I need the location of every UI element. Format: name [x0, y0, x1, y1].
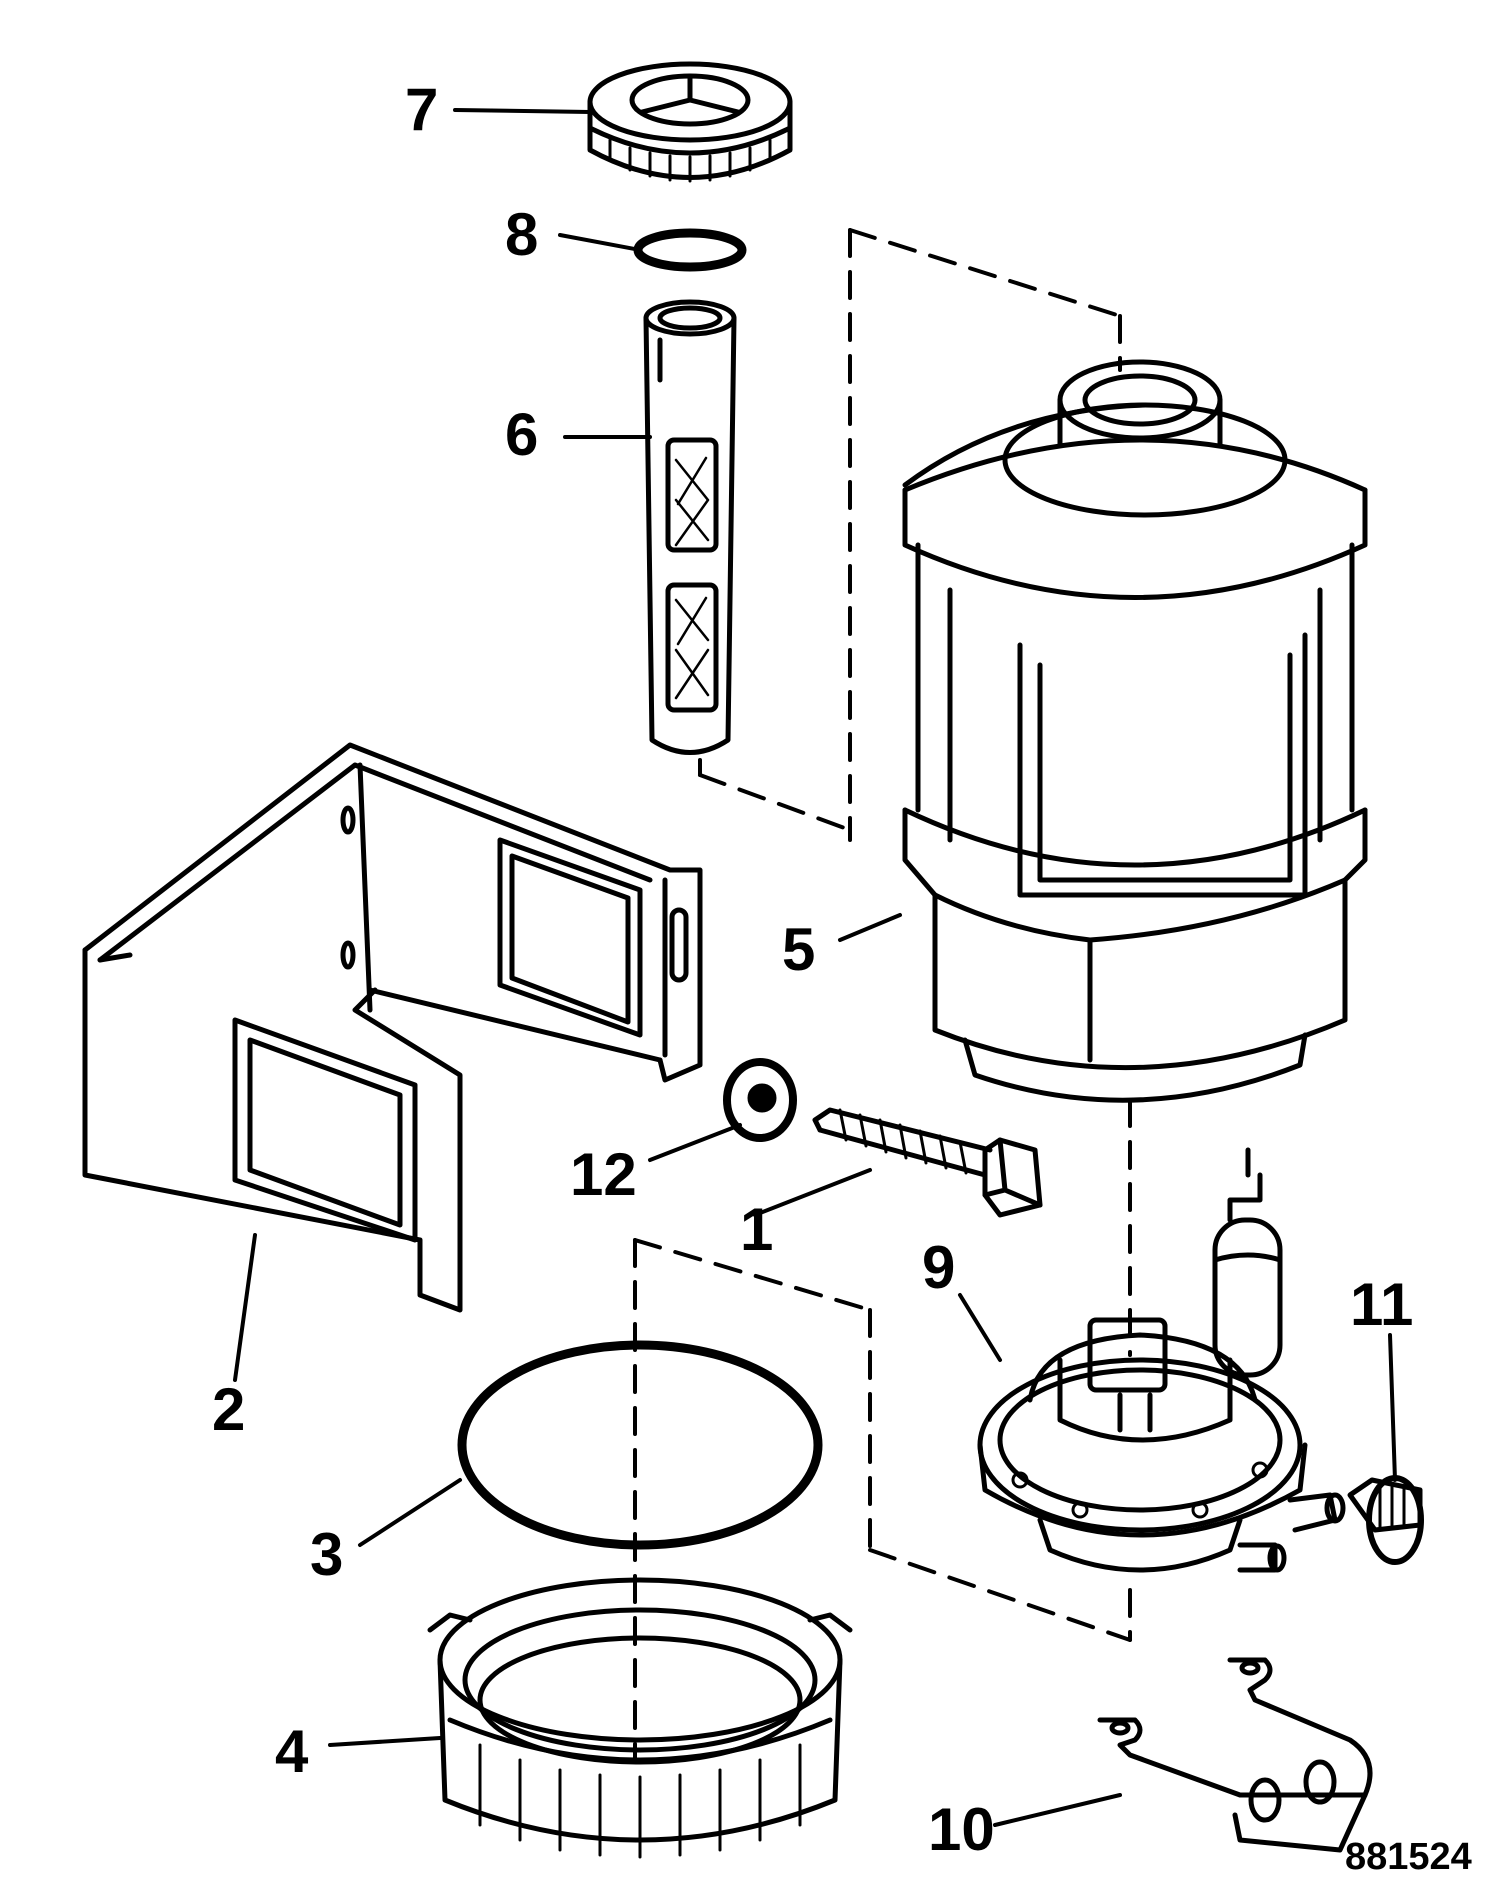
o-ring-large-part	[457, 1340, 823, 1550]
callout-12: 12	[570, 1141, 637, 1208]
callout-10: 10	[928, 1796, 995, 1863]
hose-clamp-part	[1347, 1475, 1424, 1565]
callout-7: 7	[405, 76, 439, 143]
wire-terminal-bracket-part	[1097, 1657, 1373, 1853]
filler-cap-part	[587, 61, 793, 183]
callout-4: 4	[275, 1718, 309, 1785]
callout-5: 5	[782, 916, 816, 983]
assembly-center-lines	[633, 228, 1132, 1762]
callout-1: 1	[740, 1196, 774, 1263]
retaining-ring-nut-part	[427, 1577, 853, 1859]
washer-part	[723, 1058, 797, 1142]
callout-6: 6	[505, 401, 539, 468]
callout-3: 3	[310, 1521, 344, 1588]
o-ring-small-part	[633, 228, 747, 272]
bolt-part	[812, 1107, 1043, 1218]
filter-screen-part	[643, 299, 737, 755]
figure-code: 881524	[1345, 1836, 1472, 1878]
reservoir-tank-part	[902, 359, 1368, 1103]
callout-2: 2	[212, 1376, 246, 1443]
callout-9: 9	[922, 1234, 956, 1301]
leader-lines	[233, 108, 1397, 1827]
callout-8: 8	[505, 201, 539, 268]
mounting-bracket-part	[82, 742, 703, 1313]
sender-base-assembly-part	[977, 1147, 1346, 1573]
callout-11: 11	[1350, 1271, 1414, 1338]
